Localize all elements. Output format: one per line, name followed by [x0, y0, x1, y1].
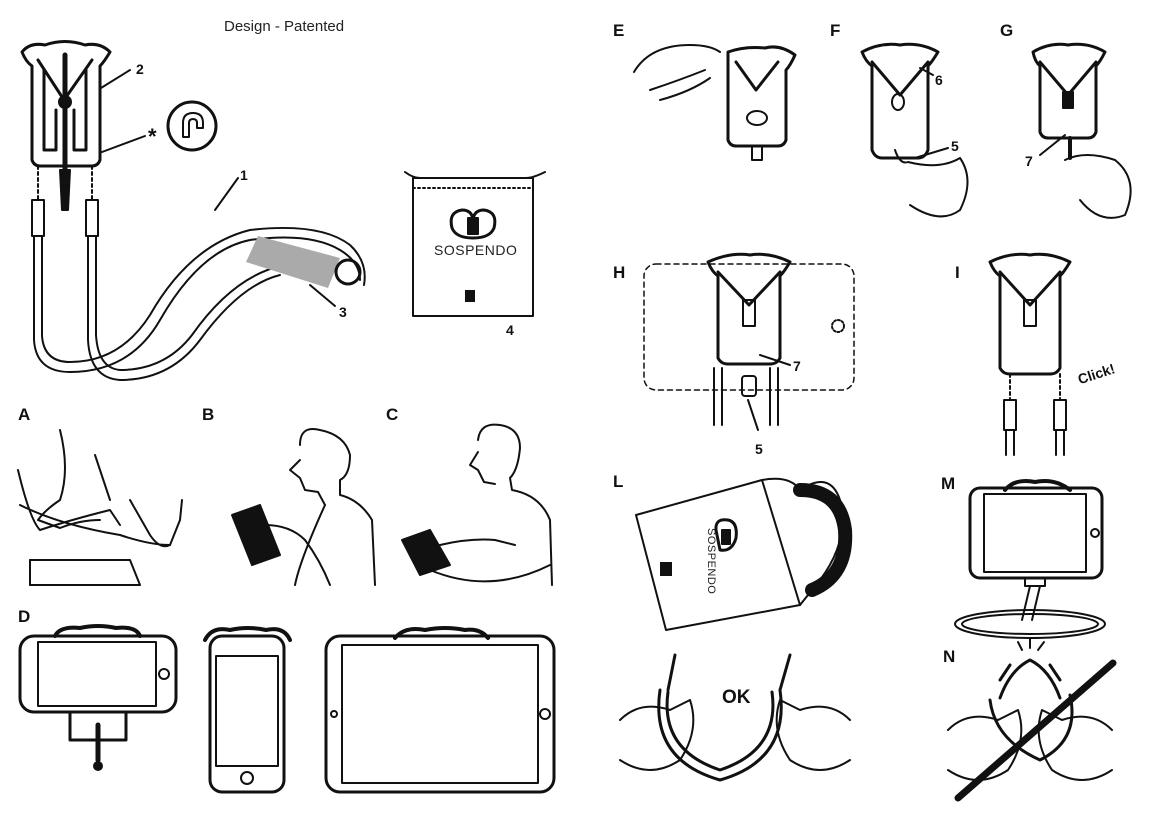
page-title: Design - Patented	[224, 18, 345, 35]
section-b-label: B	[202, 405, 215, 424]
holder-main	[20, 40, 112, 211]
callout-star: *	[148, 124, 157, 149]
callout-f-5: 5	[951, 138, 959, 154]
cross-out-icon	[954, 659, 1117, 802]
section-c-label: C	[386, 405, 399, 424]
illustration-f	[860, 42, 969, 218]
device-tablet	[324, 626, 556, 794]
illustration-h	[643, 252, 855, 431]
section-f-label: F	[830, 21, 841, 40]
illustration-m	[954, 479, 1106, 639]
callout-1: 1	[240, 167, 248, 183]
illustration-a	[17, 429, 183, 586]
section-g-label: G	[1000, 21, 1014, 40]
section-h-label: H	[613, 263, 626, 282]
section-i-label: I	[955, 263, 960, 282]
cable-main	[31, 69, 366, 381]
section-a-label: A	[18, 405, 31, 424]
illustration-l	[635, 477, 853, 631]
illustration-n	[947, 637, 1113, 781]
pouch-4	[404, 171, 546, 317]
device-phone-portrait	[203, 626, 292, 794]
section-l-label: L	[613, 472, 624, 491]
callout-h-7: 7	[793, 358, 801, 374]
section-e-label: E	[613, 21, 625, 40]
section-m-label: M	[941, 474, 956, 493]
illustration-c	[401, 423, 553, 586]
illustration-g	[1031, 42, 1132, 219]
illustration-b	[231, 428, 376, 586]
section-d-label: D	[18, 607, 31, 626]
callout-2: 2	[136, 61, 144, 77]
callout-4: 4	[506, 322, 514, 338]
callout-3: 3	[339, 304, 347, 320]
callout-g-7: 7	[1025, 153, 1033, 169]
device-phone-landscape	[18, 624, 178, 771]
pouch-l-brand-label: SOSPENDO	[705, 528, 717, 595]
section-n-label: N	[943, 647, 956, 666]
magnet-icon	[166, 100, 218, 152]
illustration-e	[633, 44, 797, 161]
illustration-i	[988, 252, 1072, 456]
pouch-brand-label: SOSPENDO	[434, 242, 518, 258]
illustration-ok	[619, 653, 851, 782]
ok-label: OK	[722, 687, 751, 708]
callout-f-6: 6	[935, 72, 943, 88]
callout-h-5: 5	[755, 441, 763, 457]
